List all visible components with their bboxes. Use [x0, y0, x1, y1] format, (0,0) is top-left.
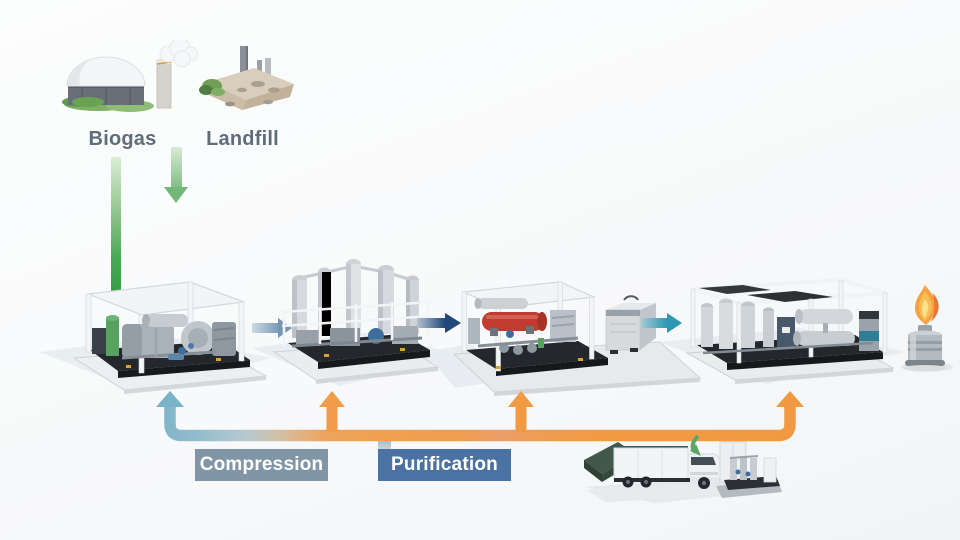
transport-truck-icon — [584, 434, 782, 502]
biogas-plant-icon — [62, 40, 198, 112]
return-arrow-to-skid3 — [508, 391, 534, 432]
return-arrow-to-skid2 — [319, 391, 345, 432]
biogas-flow-bar — [111, 157, 121, 291]
landfill-flow-arrow — [164, 147, 188, 203]
return-arrow-to-skid4 — [776, 391, 804, 407]
red-pressure-vessel — [482, 312, 547, 336]
railing — [281, 300, 433, 346]
gas-flare-icon — [904, 285, 946, 371]
purification-skid-icon — [272, 259, 440, 384]
green-recycle-arrow — [690, 434, 701, 456]
vertical-tanks — [701, 298, 774, 349]
liquefaction-skid-icon — [685, 278, 895, 384]
flame — [915, 285, 939, 325]
return-flow-line — [156, 391, 804, 442]
dome — [66, 56, 146, 87]
compressor-skid-icon — [72, 281, 268, 394]
landfill-pipes — [240, 46, 271, 76]
box-truck — [613, 446, 722, 489]
compression-badge: Compression — [195, 449, 328, 481]
green-tank — [106, 318, 119, 356]
landfill-label: Landfill — [206, 128, 279, 150]
landfill-mound-icon — [199, 46, 294, 110]
chimney — [156, 59, 172, 109]
high-pressure-skid-icon — [452, 281, 702, 396]
purification-badge: Purification — [378, 449, 511, 481]
control-cabinet-icon — [605, 295, 656, 354]
horizontal-tanks — [793, 309, 855, 346]
purification-connector — [378, 441, 391, 451]
biogas-label: Biogas — [88, 128, 157, 150]
smoke-puffs — [159, 40, 198, 68]
landfill-bush — [199, 79, 225, 96]
flow-arrow-stage2 — [417, 313, 461, 333]
loading-skid — [724, 455, 780, 490]
return-arrow-to-skid1 — [156, 391, 184, 407]
flow-arrow-stage3 — [642, 313, 682, 333]
